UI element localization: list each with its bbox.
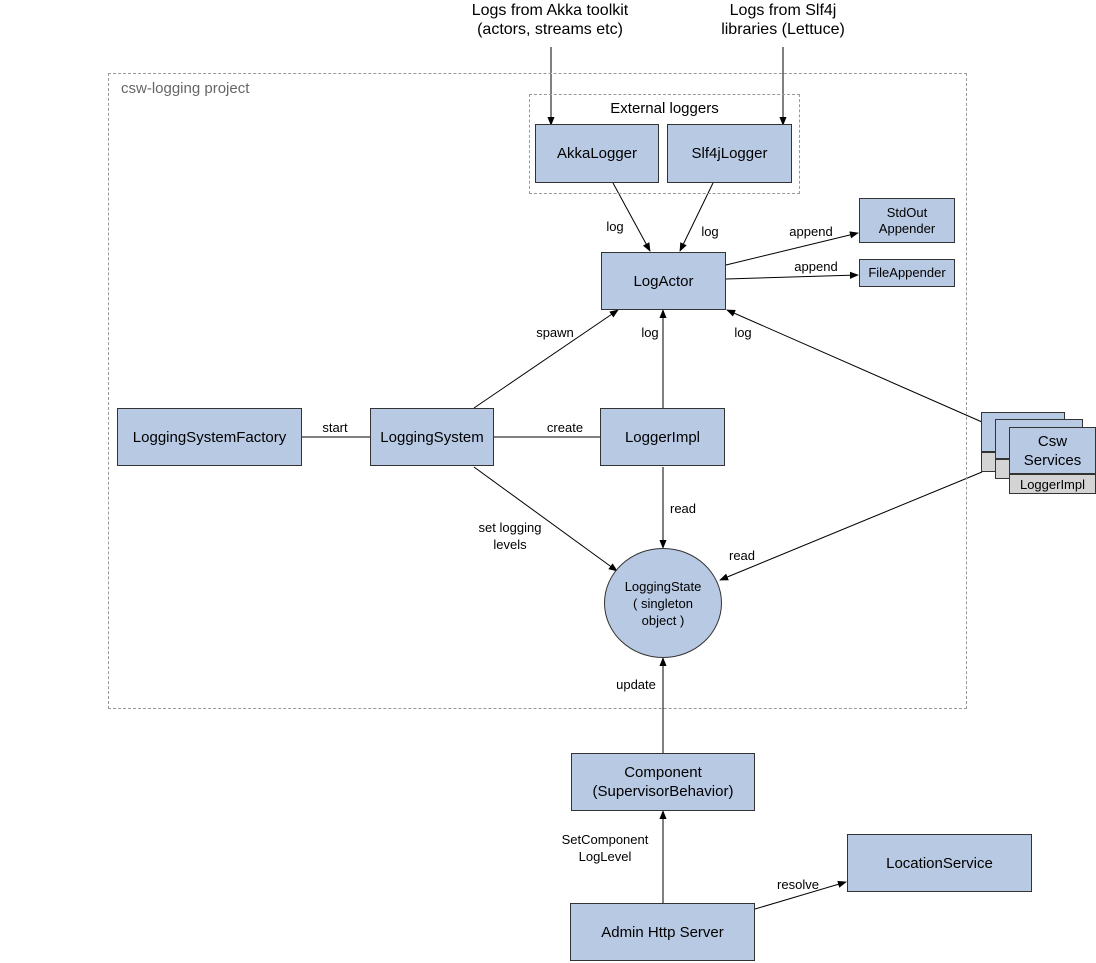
create-label: create	[546, 420, 584, 435]
slf4j-log-arrow	[679, 182, 714, 252]
update-label: update	[616, 677, 656, 692]
append-stdout-label: append	[789, 224, 833, 239]
external-loggers-label: External loggers	[610, 100, 719, 117]
logging-system-factory-node: LoggingSystemFactory	[117, 408, 302, 466]
akka-log-arrow	[612, 182, 651, 252]
file-appender-node: FileAppender	[859, 259, 955, 287]
stdout-appender-node: StdOut Appender	[859, 198, 955, 243]
csw-log-label: log	[734, 325, 752, 340]
log-actor-node: LogActor	[601, 252, 726, 310]
logging-system-node: LoggingSystem	[370, 408, 494, 466]
component-node: Component (SupervisorBehavior)	[571, 753, 755, 811]
csw-logger-impl-node: LoggerImpl	[1009, 474, 1096, 494]
resolve-label: resolve	[777, 877, 819, 892]
spawn-arrow	[473, 309, 619, 409]
set-levels-arrow	[473, 466, 618, 572]
append-file-label: append	[794, 259, 838, 274]
append-stdout-arrow	[725, 231, 859, 266]
spawn-label: spawn	[536, 325, 574, 340]
csw-logging-project-label: csw-logging project	[121, 80, 250, 97]
append-file-arrow	[725, 271, 859, 280]
csw-read-arrow	[719, 471, 983, 581]
csw-services-node: Csw Services	[1009, 427, 1096, 474]
set-component-level-label: SetComponent LogLevel	[561, 832, 649, 864]
start-label: start	[322, 420, 348, 435]
logger-impl-node: LoggerImpl	[600, 408, 725, 466]
slf4j-log-label: log	[701, 224, 719, 239]
csw-log-arrow	[726, 309, 983, 423]
akka-logger-node: AkkaLogger	[535, 124, 659, 183]
logger-read-label: read	[669, 501, 697, 516]
slf4j-source-label: Logs from Slf4j libraries (Lettuce)	[721, 2, 845, 38]
csw-logging-project-group	[108, 73, 967, 709]
logging-state-node: LoggingState ( singleton object )	[604, 548, 722, 658]
external-loggers-group	[529, 94, 800, 194]
slf4j-logger-node: Slf4jLogger	[667, 124, 792, 183]
akka-source-label: Logs from Akka toolkit (actors, streams …	[471, 2, 629, 38]
resolve-arrow	[754, 880, 847, 910]
csw-read-label: read	[728, 548, 756, 563]
admin-http-server-node: Admin Http Server	[570, 903, 755, 961]
logger-log-label: log	[641, 325, 659, 340]
akka-log-label: log	[606, 219, 624, 234]
location-service-node: LocationService	[847, 834, 1032, 892]
set-levels-label: set logging levels	[478, 520, 542, 552]
